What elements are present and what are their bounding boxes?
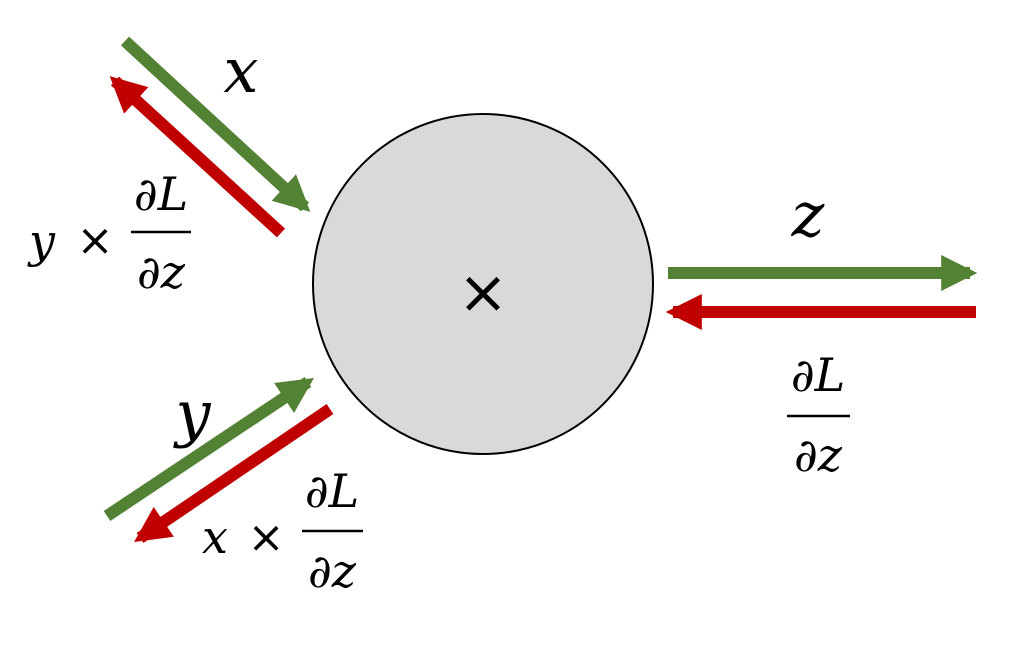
grad-y-factor: x: [202, 510, 228, 564]
multiply-node: [312, 113, 654, 455]
multiply-operator: ×: [458, 258, 508, 328]
grad-x-factor: y: [27, 214, 56, 268]
grad-z-expression: ∂L ∂z: [787, 348, 850, 482]
y-backward-arrow: [134, 404, 334, 543]
grad-x-expression: y × ∂L ∂z: [27, 167, 191, 299]
label-y-input: y: [172, 377, 211, 450]
x-forward-arrow: [120, 36, 311, 212]
grad-x-times: ×: [77, 215, 114, 266]
grad-z-denominator: ∂z: [794, 428, 843, 482]
grad-y-numerator: ∂L: [305, 464, 359, 518]
x-backward-arrow: [109, 76, 286, 238]
label-z-output: z: [791, 178, 825, 251]
y-forward-arrow: [103, 377, 314, 521]
grad-z-numerator: ∂L: [791, 348, 845, 402]
grad-y-denominator: ∂z: [308, 544, 357, 598]
grad-x-denominator: ∂z: [137, 245, 186, 299]
grad-y-times: ×: [248, 512, 285, 563]
grad-y-expression: x × ∂L ∂z: [202, 464, 363, 598]
grad-x-numerator: ∂L: [134, 167, 188, 221]
label-x-input: x: [224, 34, 259, 107]
